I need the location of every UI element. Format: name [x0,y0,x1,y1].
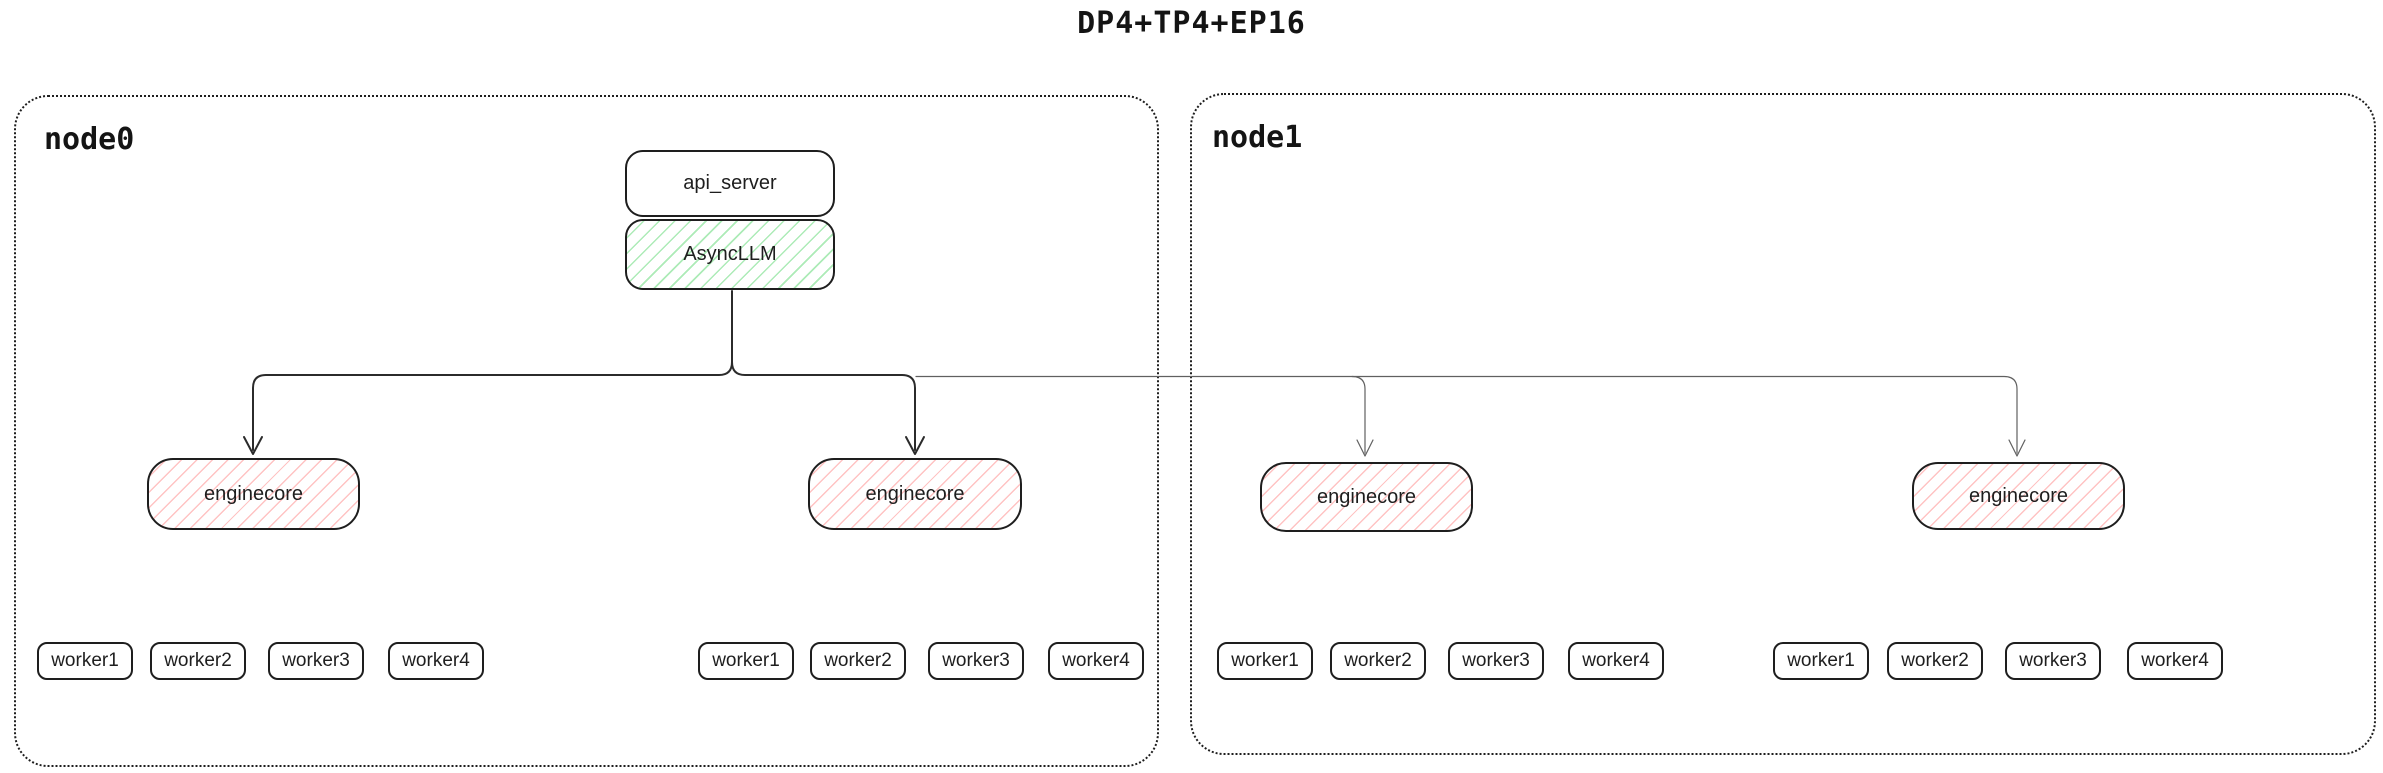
enginecore-label: enginecore [1969,484,2068,507]
worker-box: worker1 [698,642,794,680]
worker-label: worker2 [1901,650,1969,671]
worker-label: worker4 [1582,650,1650,671]
arrowhead-enginecore-3 [1356,439,1374,457]
worker-label: worker3 [1462,650,1530,671]
worker-box: worker2 [150,642,246,680]
worker-box: worker1 [1773,642,1869,680]
worker-label: worker1 [1787,650,1855,671]
asyncllm-label: AsyncLLM [683,243,777,265]
arrowhead-enginecore-4 [2008,439,2026,457]
worker-box: worker3 [928,642,1024,680]
worker-label: worker2 [1344,650,1412,671]
worker-label: worker3 [942,650,1010,671]
worker-label: worker4 [1062,650,1130,671]
edge-asyncllm-to-enginecore-1 [252,290,733,451]
node0-group [14,95,1159,767]
enginecore-label: enginecore [1317,485,1416,508]
worker-box: worker4 [2127,642,2223,680]
edge-asyncllm-to-enginecore-2 [731,361,916,451]
worker-box: worker3 [1448,642,1544,680]
worker-label: worker1 [51,650,119,671]
api-server-label: api_server [683,172,777,194]
worker-box: worker2 [1887,642,1983,680]
worker-box: worker3 [268,642,364,680]
worker-label: worker2 [824,650,892,671]
worker-box: worker1 [37,642,133,680]
worker-box: worker1 [1217,642,1313,680]
enginecore-label: enginecore [865,482,965,505]
node1-label: node1 [1212,120,1303,155]
enginecore-box-node1-1: enginecore [1260,462,1473,532]
worker-box: worker3 [2005,642,2101,680]
enginecore-box-node0-2: enginecore [808,458,1022,530]
node0-label: node0 [44,122,135,157]
enginecore-label: enginecore [204,482,303,505]
api-server-box: api_server [625,150,835,217]
arrowhead-enginecore-2 [905,436,925,455]
worker-box: worker4 [1568,642,1664,680]
edge-trunk-to-enginecore-4 [915,375,2018,454]
edge-branch-to-enginecore-3 [1351,375,1366,454]
worker-box: worker4 [388,642,484,680]
worker-box: worker4 [1048,642,1144,680]
worker-label: worker1 [1231,650,1299,671]
arrowhead-enginecore-1 [243,436,263,455]
node1-group [1190,93,2376,755]
worker-label: worker2 [164,650,232,671]
enginecore-box-node0-1: enginecore [147,458,360,530]
worker-box: worker2 [1330,642,1426,680]
worker-box: worker2 [810,642,906,680]
enginecore-box-node1-2: enginecore [1912,462,2125,530]
worker-label: worker1 [712,650,780,671]
diagram-title: DP4+TP4+EP16 [1077,6,1306,41]
worker-label: worker4 [2141,650,2209,671]
worker-label: worker4 [402,650,470,671]
worker-label: worker3 [2019,650,2087,671]
asyncllm-box: AsyncLLM [625,219,835,290]
worker-label: worker3 [282,650,350,671]
